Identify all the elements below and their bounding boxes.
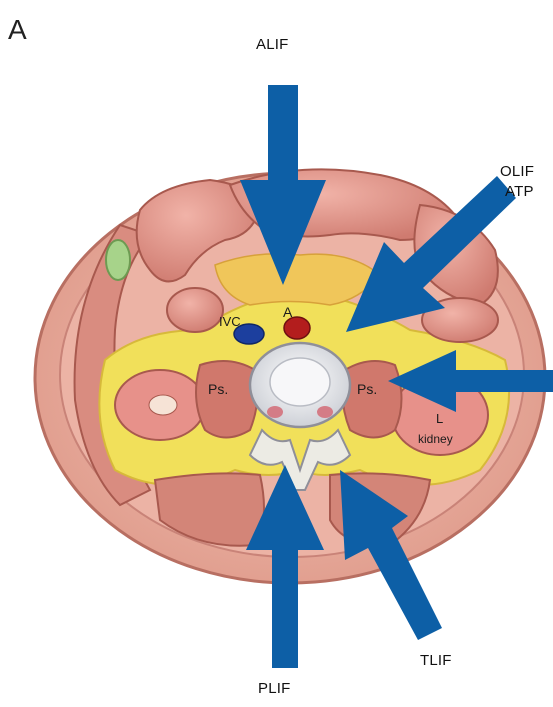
kidney-side-label: L (436, 411, 443, 426)
ivc-label: IVC (219, 314, 241, 329)
tlif-label: TLIF (420, 652, 452, 669)
descending-colon (106, 240, 130, 280)
nerve-root-left (267, 406, 283, 418)
psoas-left (196, 361, 258, 438)
vertebral-body-inner (270, 358, 330, 406)
alif-label: ALIF (256, 36, 288, 53)
psoas-right-label: Ps. (357, 381, 377, 397)
olif-label: OLIF (500, 163, 534, 180)
right-kidney-hilum (149, 395, 177, 415)
nerve-root-right (317, 406, 333, 418)
psoas-right (342, 361, 401, 438)
aorta (284, 317, 310, 339)
panel-letter: A (8, 14, 27, 46)
kidney-label: kidney (418, 432, 453, 446)
atp-label: ATP (505, 183, 534, 200)
plif-label: PLIF (258, 680, 290, 697)
psoas-left-label: Ps. (208, 381, 228, 397)
aorta-label: A (283, 304, 292, 320)
bowel-loop-4 (167, 288, 223, 332)
